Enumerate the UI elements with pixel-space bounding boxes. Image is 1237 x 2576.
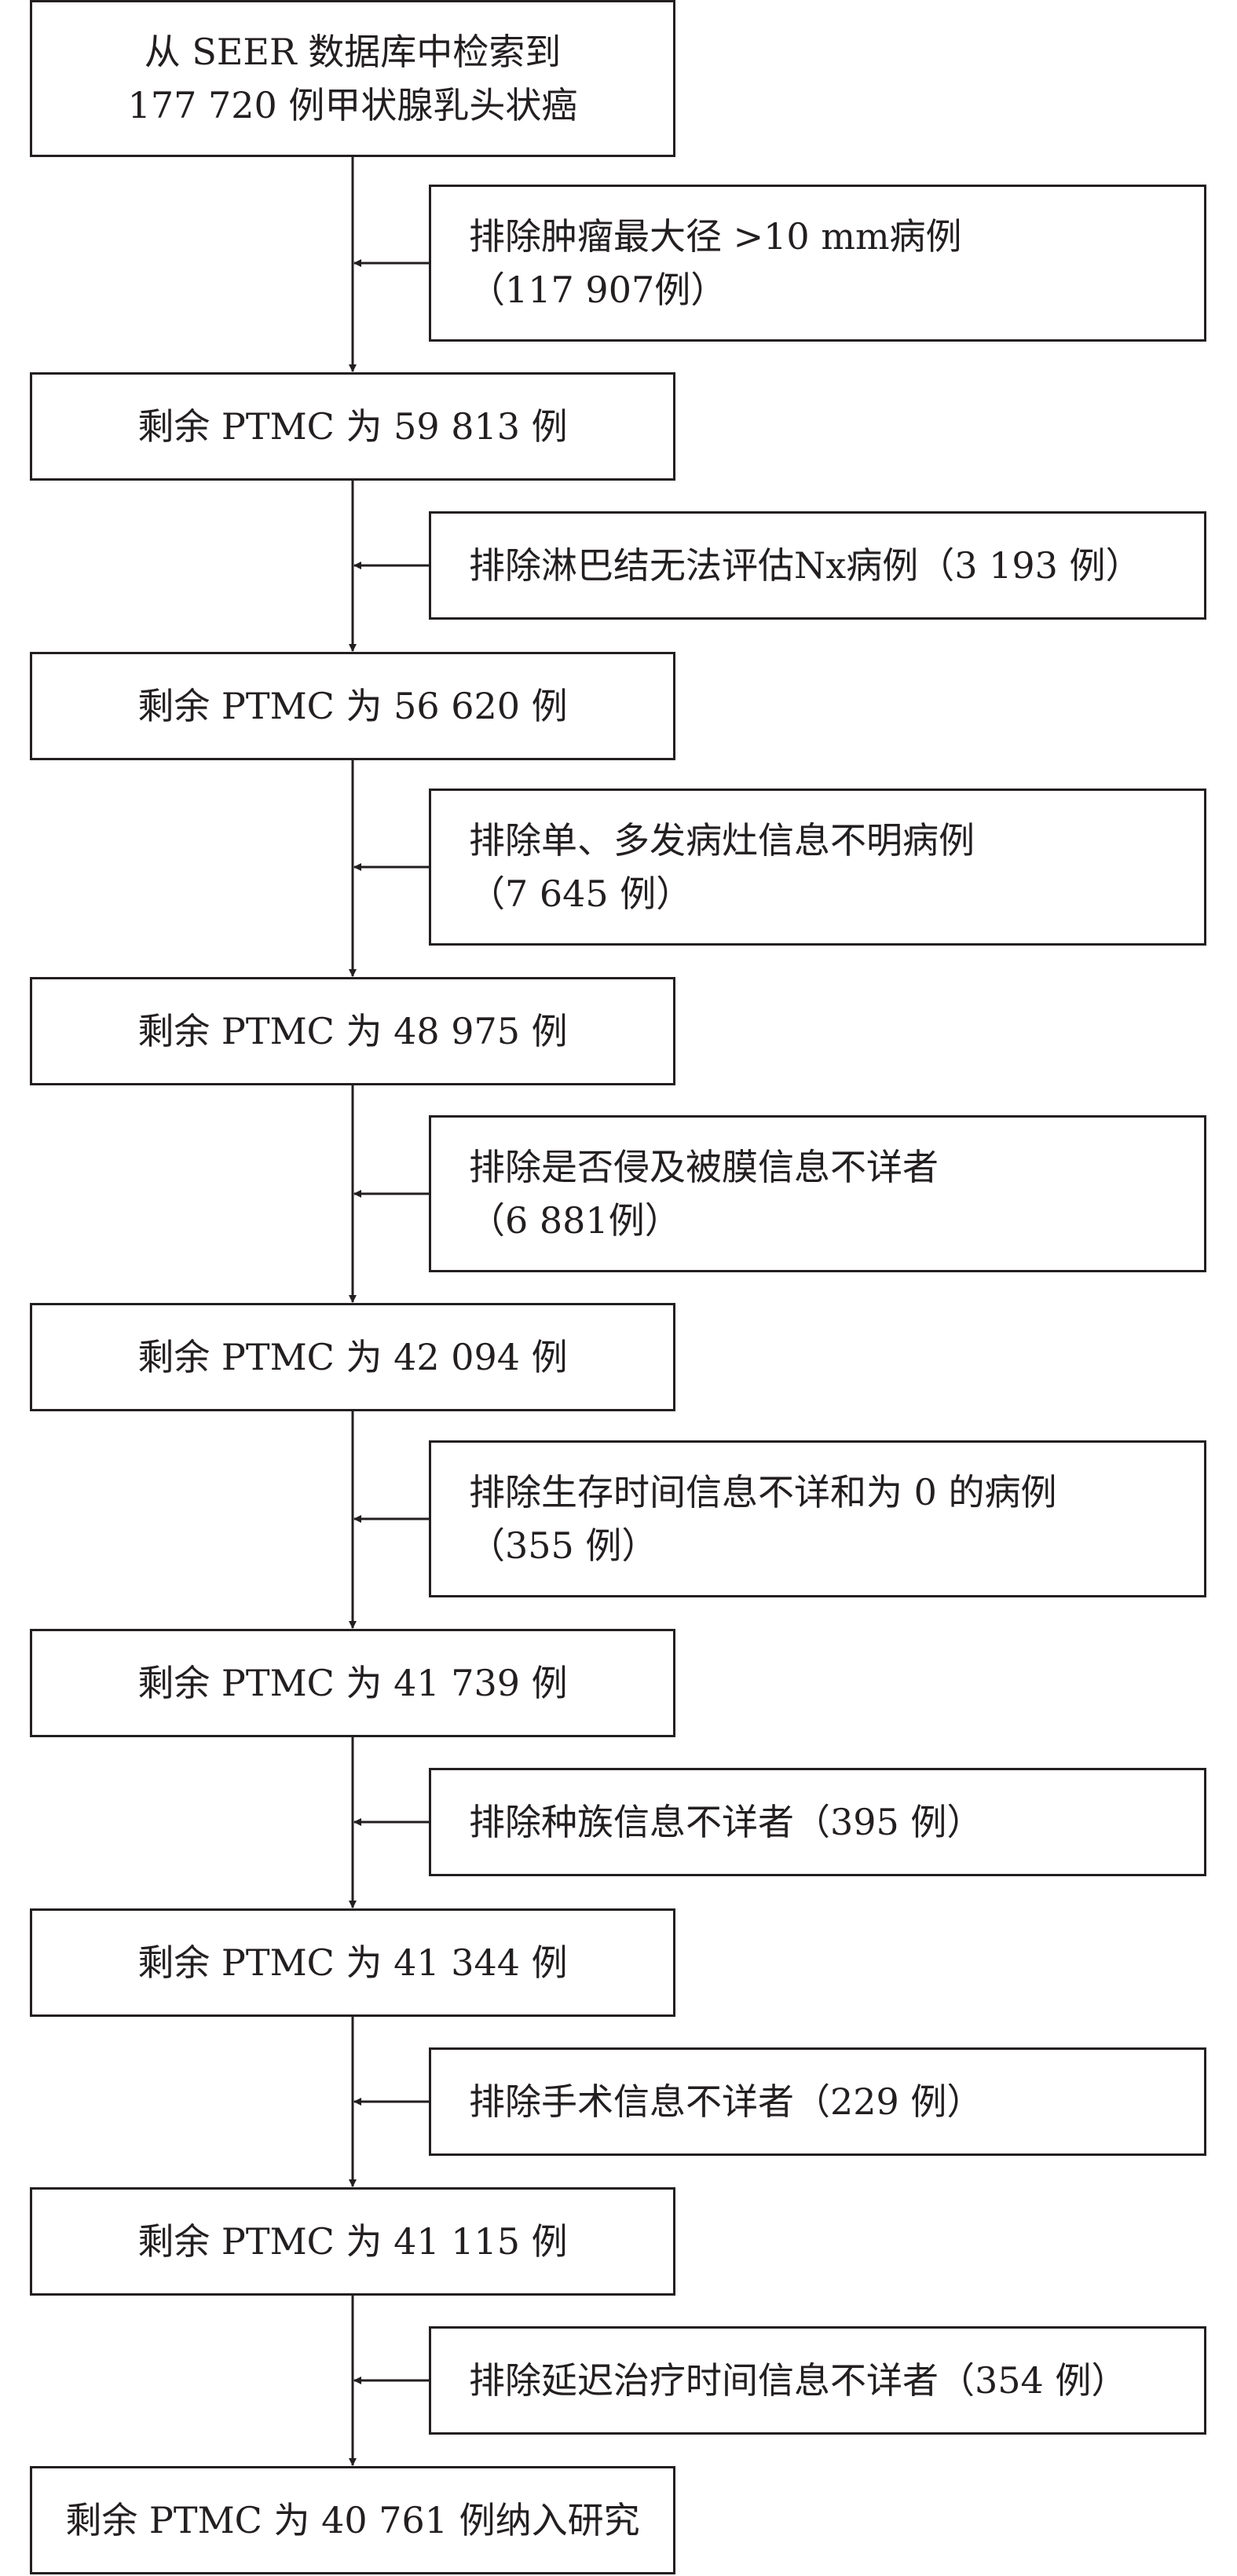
remaining-box-2: 剩余 PTMC 为 56 620 例 xyxy=(30,652,675,760)
remaining-box-7-text: 剩余 PTMC 为 41 115 例 xyxy=(137,2220,568,2263)
exclusion-box-4: 排除是否侵及被膜信息不详者 （6 881例） xyxy=(429,1115,1206,1272)
remaining-box-3: 剩余 PTMC 为 48 975 例 xyxy=(30,977,675,1085)
remaining-box-4-text: 剩余 PTMC 为 42 094 例 xyxy=(137,1336,568,1378)
exclusion-box-1-line-1: 排除肿瘤最大径 >10 mm病例 xyxy=(469,215,962,258)
remaining-box-6-text: 剩余 PTMC 为 41 344 例 xyxy=(137,1941,568,1984)
remaining-box-7: 剩余 PTMC 为 41 115 例 xyxy=(30,2187,675,2296)
exclusion-box-1-line-2: （117 907例） xyxy=(469,269,727,311)
exclusion-box-3: 排除单、多发病灶信息不明病例 （7 645 例） xyxy=(429,789,1206,946)
remaining-box-4: 剩余 PTMC 为 42 094 例 xyxy=(30,1303,675,1411)
exclusion-box-4-line-1: 排除是否侵及被膜信息不详者 xyxy=(469,1146,939,1188)
start-box-line-2: 177 720 例甲状腺乳头状癌 xyxy=(127,84,578,126)
exclusion-box-6: 排除种族信息不详者（395 例） xyxy=(429,1768,1206,1876)
exclusion-box-5-line-1: 排除生存时间信息不详和为 0 的病例 xyxy=(469,1471,1057,1513)
start-box: 从 SEER 数据库中检索到 177 720 例甲状腺乳头状癌 xyxy=(30,0,675,157)
final-box-text: 剩余 PTMC 为 40 761 例纳入研究 xyxy=(65,2499,640,2541)
remaining-box-6: 剩余 PTMC 为 41 344 例 xyxy=(30,1908,675,2017)
exclusion-box-4-line-2: （6 881例） xyxy=(469,1199,681,1242)
exclusion-box-5-line-2: （355 例） xyxy=(469,1524,658,1567)
exclusion-box-8-line-1: 排除延迟治疗时间信息不详者（354 例） xyxy=(469,2359,1128,2402)
exclusion-box-5: 排除生存时间信息不详和为 0 的病例 （355 例） xyxy=(429,1440,1206,1597)
exclusion-box-2-line-1: 排除淋巴结无法评估Nx病例（3 193 例） xyxy=(469,544,1142,587)
remaining-box-2-text: 剩余 PTMC 为 56 620 例 xyxy=(137,685,568,727)
final-box: 剩余 PTMC 为 40 761 例纳入研究 xyxy=(30,2466,675,2574)
exclusion-box-8: 排除延迟治疗时间信息不详者（354 例） xyxy=(429,2326,1206,2435)
start-box-line-1: 从 SEER 数据库中检索到 xyxy=(144,31,562,73)
remaining-box-1-text: 剩余 PTMC 为 59 813 例 xyxy=(137,405,568,448)
remaining-box-5-text: 剩余 PTMC 为 41 739 例 xyxy=(137,1662,568,1704)
exclusion-box-7: 排除手术信息不详者（229 例） xyxy=(429,2047,1206,2156)
remaining-box-5: 剩余 PTMC 为 41 739 例 xyxy=(30,1629,675,1737)
exclusion-box-6-line-1: 排除种族信息不详者（395 例） xyxy=(469,1801,983,1843)
exclusion-box-2: 排除淋巴结无法评估Nx病例（3 193 例） xyxy=(429,511,1206,620)
exclusion-box-3-line-2: （7 645 例） xyxy=(469,873,693,915)
remaining-box-3-text: 剩余 PTMC 为 48 975 例 xyxy=(137,1010,568,1052)
exclusion-box-7-line-1: 排除手术信息不详者（229 例） xyxy=(469,2080,983,2123)
exclusion-box-1: 排除肿瘤最大径 >10 mm病例 （117 907例） xyxy=(429,185,1206,342)
remaining-box-1: 剩余 PTMC 为 59 813 例 xyxy=(30,372,675,481)
exclusion-arrows xyxy=(353,259,429,2384)
exclusion-box-3-line-1: 排除单、多发病灶信息不明病例 xyxy=(469,819,975,862)
